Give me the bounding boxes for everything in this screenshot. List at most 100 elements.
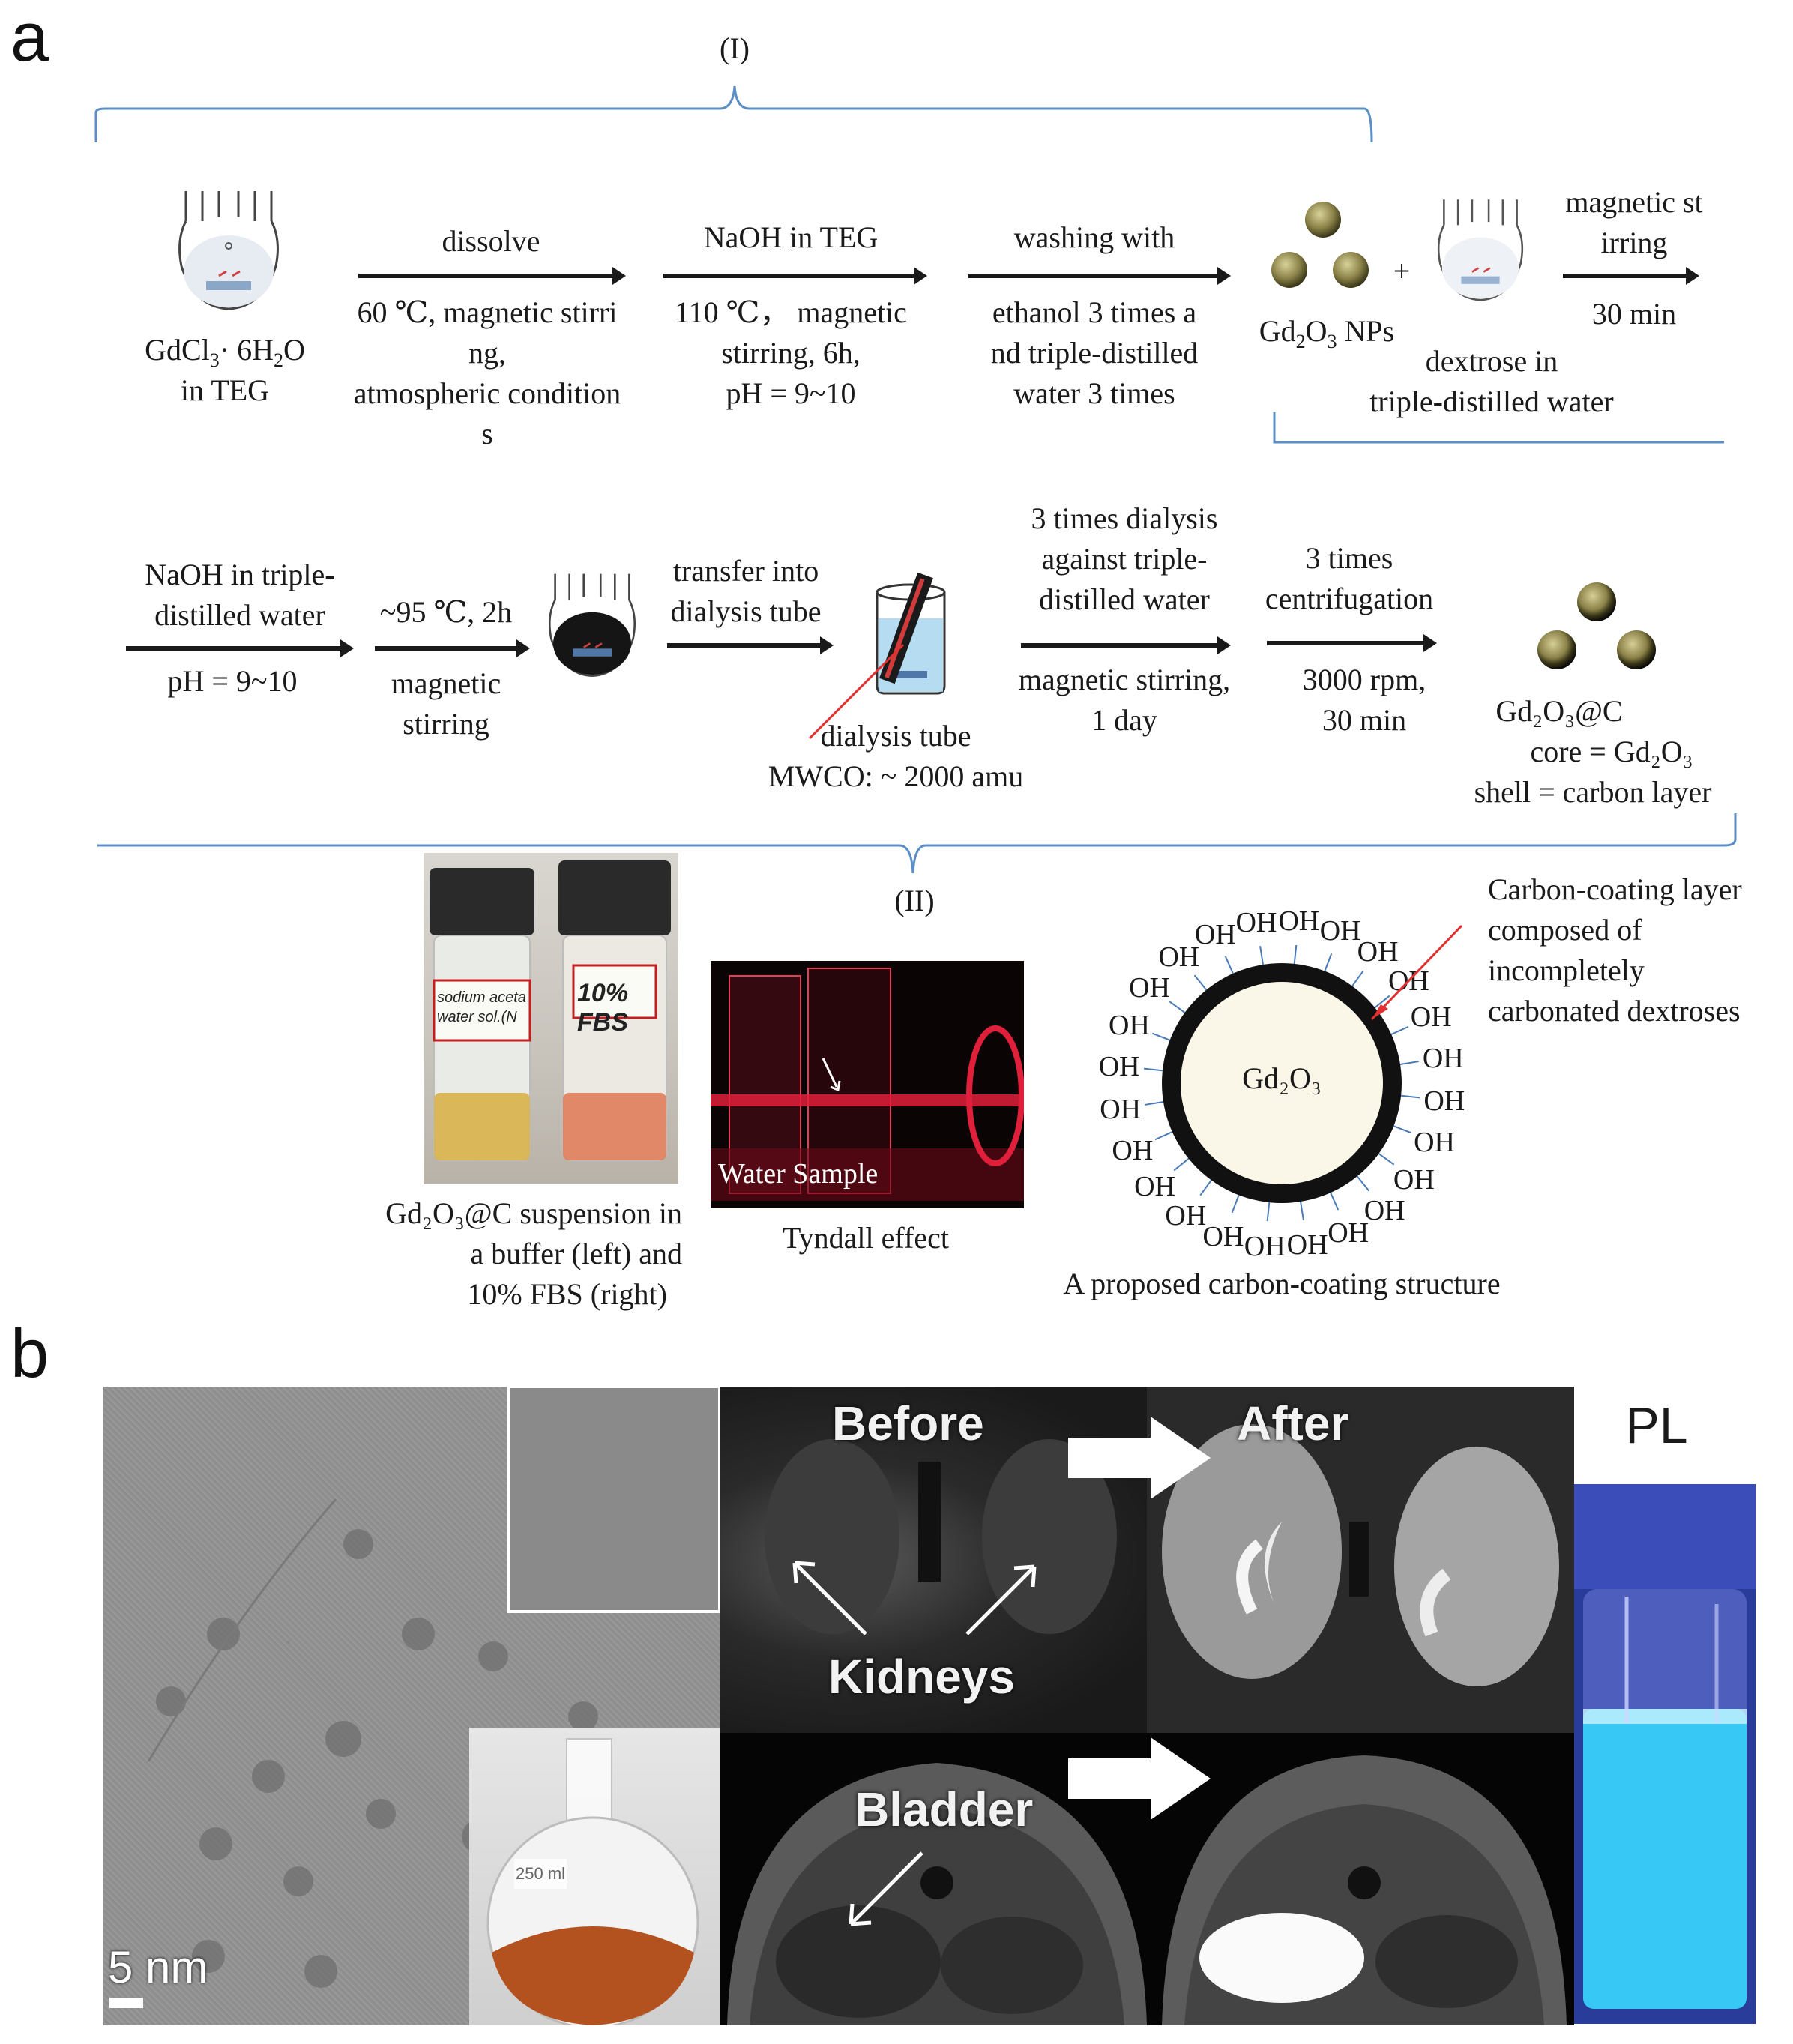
step2-bottom-1: 110 ℃， magnetic xyxy=(675,295,907,329)
dialysis-label-2: MWCO: ~ 2000 amu xyxy=(768,759,1024,793)
coating-note-4: carbonated dextroses xyxy=(1488,994,1741,1028)
oh-group-label: OH xyxy=(1158,941,1200,973)
step1-bottom-3: atmospheric condition xyxy=(353,376,621,410)
oh-group-label: OH xyxy=(1319,915,1361,947)
oh-group-label: OH xyxy=(1363,1195,1405,1227)
step4-bottom: 30 min xyxy=(1591,297,1677,331)
oh-bond xyxy=(1330,1192,1340,1211)
step3-top: washing with xyxy=(1013,220,1175,254)
dextrose-flask-icon xyxy=(1437,199,1524,301)
step5-top-2: distilled water xyxy=(154,598,325,632)
oh-group-label: OH xyxy=(1134,1171,1176,1203)
pl-vial-photo xyxy=(1574,1484,1756,2024)
step1-top: dissolve xyxy=(442,224,540,258)
oh-group-label: OH xyxy=(1098,1051,1140,1083)
gd2o3-nps-label: Gd2O3 NPs xyxy=(1259,314,1395,352)
step5-arrow xyxy=(126,639,354,657)
gd2o3-c-nanoparticles xyxy=(1537,582,1656,669)
oh-group-label: OH xyxy=(1109,1009,1150,1041)
before-after-arrow-top xyxy=(1068,1417,1211,1499)
oh-group-label: OH xyxy=(1328,1217,1369,1249)
structure-caption: A proposed carbon-coating structure xyxy=(1063,1267,1501,1300)
step9-bottom-2: 30 min xyxy=(1322,703,1407,737)
oh-bond xyxy=(1193,974,1208,991)
group-I-label: (I) xyxy=(720,31,750,65)
step1-bottom-4: s xyxy=(481,417,493,450)
oh-group-label: OH xyxy=(1100,1094,1142,1126)
step7-arrow xyxy=(667,636,834,654)
coating-note-2: composed of xyxy=(1488,913,1642,947)
suspension-caption-2: a buffer (left) and xyxy=(470,1237,682,1270)
oh-bond xyxy=(1199,1179,1212,1196)
step4-top-1: magnetic st xyxy=(1565,185,1703,219)
oh-bond xyxy=(1399,1061,1419,1065)
oh-group-label: OH xyxy=(1414,1127,1455,1159)
tyndall-caption: Tyndall effect xyxy=(783,1221,949,1255)
oh-group-label: OH xyxy=(1410,1001,1452,1034)
oh-bond xyxy=(1293,944,1298,964)
reactant-label: GdCl3· 6H2O xyxy=(145,333,305,371)
oh-bond xyxy=(1390,1025,1409,1035)
oh-bond xyxy=(1324,953,1333,971)
panel-a-letter: a xyxy=(10,0,49,76)
scale-bar-label: 5 nm xyxy=(108,1942,208,1992)
coating-note-1: Carbon-coating layer xyxy=(1488,872,1742,906)
oh-group-label: OH xyxy=(1422,1042,1464,1074)
oh-bond xyxy=(1151,1032,1170,1041)
suspension-caption-3: 10% FBS (right) xyxy=(467,1277,667,1311)
vial-right-label: 10% FBS xyxy=(577,979,629,1037)
suspension-caption-1: Gd₂O₃@C suspension in xyxy=(385,1196,682,1230)
panel-b-letter: b xyxy=(10,1315,49,1392)
oh-group-label: OH xyxy=(1393,1164,1435,1196)
step8-bottom-2: 1 day xyxy=(1091,703,1157,737)
oh-bond xyxy=(1351,970,1364,987)
dialysis-label-1: dialysis tube xyxy=(820,719,971,753)
step3-arrow xyxy=(968,267,1231,285)
oh-group-label: OH xyxy=(1286,1229,1328,1261)
step9-top-2: centrifugation xyxy=(1265,582,1434,615)
step8-arrow xyxy=(1021,636,1231,654)
mri-after-bladder xyxy=(1154,1733,1574,2025)
oh-bond xyxy=(1374,995,1390,1009)
group-II-label: (II) xyxy=(894,884,935,917)
oh-group-label: OH xyxy=(1112,1134,1154,1166)
final-product-1: Gd₂O₃@C xyxy=(1495,694,1623,728)
flask-icon xyxy=(178,191,279,310)
step1-bottom-1: 60 ℃, magnetic stirri xyxy=(357,295,618,329)
oh-group-label: OH xyxy=(1194,918,1236,950)
oh-group-label: OH xyxy=(1235,906,1277,938)
oh-bond xyxy=(1266,1202,1271,1222)
oh-bond xyxy=(1393,1125,1412,1134)
oh-group-label: OH xyxy=(1357,935,1399,968)
step2-arrow xyxy=(663,267,927,285)
step5-bottom: pH = 9~10 xyxy=(167,664,298,698)
step7-top-1: transfer into xyxy=(672,554,819,588)
oh-group-label: OH xyxy=(1423,1085,1465,1117)
mri-after-kidneys: After xyxy=(1147,1387,1574,1733)
step7-top-2: dialysis tube xyxy=(670,594,822,628)
kidneys-label: Kidneys xyxy=(828,1650,1015,1704)
oh-bond xyxy=(1356,1175,1370,1192)
step2-top: NaOH in TEG xyxy=(703,220,879,254)
step2-bottom-2: stirring, 6h, xyxy=(721,336,861,370)
bladder-label: Bladder xyxy=(855,1782,1034,1836)
oh-group-label: OH xyxy=(1165,1200,1207,1232)
vial-left-label: sodium aceta water sol.(N xyxy=(437,989,526,1025)
flask-mark: 250 ml xyxy=(516,1864,566,1883)
gd2o3-nanoparticles xyxy=(1271,202,1369,288)
pl-label: PL xyxy=(1625,1397,1688,1454)
step3-bottom-2: nd triple-distilled xyxy=(990,336,1199,370)
oh-bond xyxy=(1231,1195,1240,1214)
step1-arrow xyxy=(358,267,626,285)
step8-top-3: distilled water xyxy=(1039,582,1210,616)
step1-bottom-2: ng, xyxy=(468,336,506,370)
tyndall-photo: Water Sample xyxy=(711,961,1024,1208)
plus-sign: + xyxy=(1393,254,1411,288)
oh-bond xyxy=(1401,1094,1420,1099)
coating-note-3: incompletely xyxy=(1488,953,1645,987)
oh-bond xyxy=(1173,1157,1190,1172)
oh-bond xyxy=(1224,956,1234,974)
oh-group-label: OH xyxy=(1278,905,1320,938)
